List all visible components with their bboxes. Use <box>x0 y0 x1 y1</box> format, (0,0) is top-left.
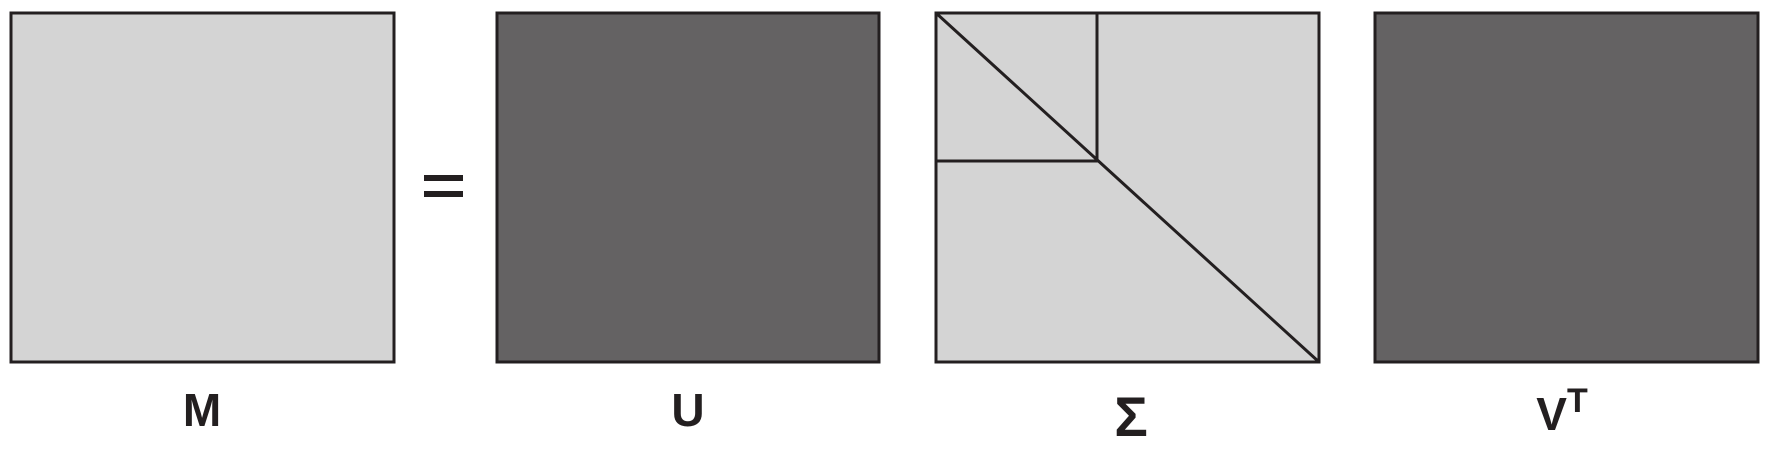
matrix-u: U <box>495 11 881 436</box>
matrix-vt-label: VT <box>1536 382 1588 440</box>
equals-bottom-bar <box>424 191 463 197</box>
matrix-m-box <box>9 11 396 364</box>
matrix-m: M <box>9 11 396 436</box>
equals-sign <box>424 175 463 197</box>
matrix-vt-box <box>1373 11 1760 364</box>
matrix-sigma-label: Σ <box>1114 385 1148 448</box>
matrix-m-label: M <box>183 384 221 436</box>
matrix-vt-label-superscript: T <box>1567 382 1588 420</box>
equals-top-bar <box>424 175 463 181</box>
matrix-vt-label-base: V <box>1536 388 1567 440</box>
matrix-vt: VT <box>1373 11 1760 440</box>
matrix-u-label: U <box>671 384 704 436</box>
sigma-diagonal-line <box>934 11 1321 364</box>
matrix-u-box <box>495 11 881 364</box>
sigma-diagonal-block <box>934 11 1099 163</box>
matrix-sigma: Σ <box>934 11 1321 448</box>
